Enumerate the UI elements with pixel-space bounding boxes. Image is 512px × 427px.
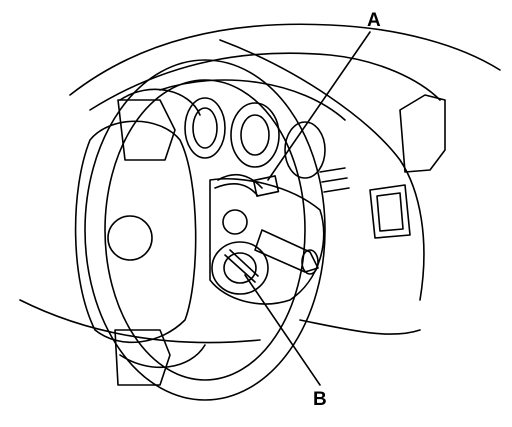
connector-a — [252, 175, 280, 197]
cluster-switches — [319, 167, 350, 193]
knee-panel — [299, 319, 421, 335]
wheel-rim-inner — [104, 79, 306, 381]
dashboard-lower-curve — [219, 39, 425, 301]
switch-assembly-b-detail — [224, 249, 259, 283]
dash-right-panel — [399, 94, 446, 173]
gauge-right — [284, 121, 326, 179]
column-cover — [209, 177, 325, 305]
column-switch-knob — [222, 209, 248, 235]
signal-stalk-tip — [301, 249, 319, 275]
horn-emblem — [107, 215, 153, 261]
wheel-rim-outer — [84, 59, 326, 401]
leader-line-b — [244, 274, 321, 386]
gauge-center — [230, 102, 280, 168]
callout-label-b: B — [313, 389, 327, 410]
dash-right-vent-inner — [376, 192, 404, 232]
dashboard-inner-line — [89, 52, 441, 111]
gauge-center-inner — [240, 114, 270, 156]
wheel-button-lower — [114, 329, 171, 386]
gauge-left-inner — [192, 107, 218, 149]
lower-dash-line — [19, 299, 261, 344]
leader-line-a — [267, 31, 371, 181]
wheel-button-upper — [117, 99, 176, 161]
callout-label-a: A — [367, 10, 381, 31]
switch-assembly-b-inner — [223, 252, 257, 284]
gauge-left — [184, 97, 226, 159]
dash-right-vent — [369, 184, 411, 239]
connector-a-wire — [217, 173, 263, 189]
connector-a-wire-2 — [214, 183, 259, 197]
dashboard-outline — [69, 23, 501, 96]
wheel-spoke-lower — [119, 344, 206, 369]
switch-assembly-b — [211, 241, 269, 295]
wheel-spoke-upper — [119, 88, 201, 116]
airbag-cover — [74, 120, 197, 344]
